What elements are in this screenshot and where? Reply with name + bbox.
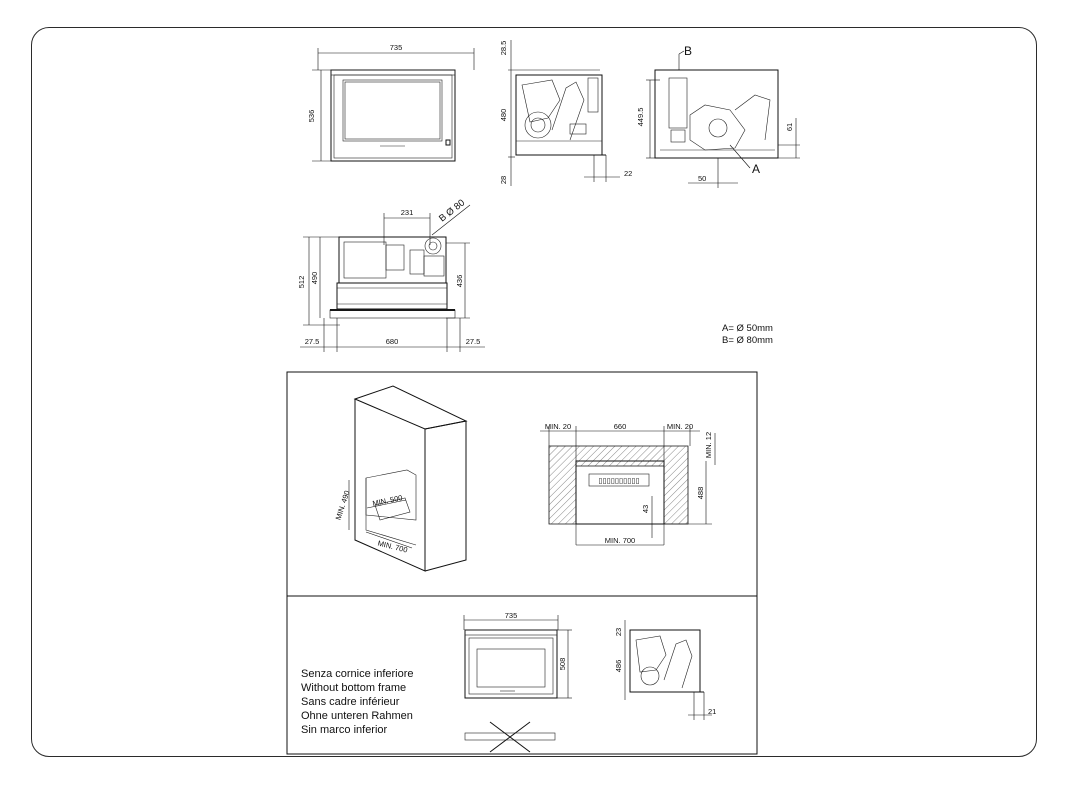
- front-width: 660: [614, 422, 627, 431]
- front-section-view: ▯▯▯▯▯▯▯▯▯▯ MIN. 20 660 MIN. 20 MIN. 12 4…: [540, 422, 716, 546]
- front-min-right: MIN. 20: [667, 422, 693, 431]
- wf-side-top-label: 23: [614, 628, 623, 636]
- side-depth-offset-label: 22: [624, 169, 632, 178]
- legend-line-a: A= Ø 50mm: [722, 323, 773, 334]
- front-min-bottom-width: MIN. 700: [605, 536, 635, 545]
- legend: A= Ø 50mm B= Ø 80mm: [722, 323, 773, 346]
- wf-width-label: 735: [505, 611, 518, 620]
- wf-side-height-label: 486: [614, 660, 623, 673]
- top-left-label: 27.5: [305, 337, 320, 346]
- top-width-label: 680: [386, 337, 399, 346]
- front-height: 488: [696, 487, 705, 500]
- installation-panel: MIN. 490 MIN. 500 MIN. 700 ▯▯▯▯▯▯▯▯▯▯ MI…: [286, 371, 758, 755]
- caption-de: Ohne unteren Rahmen: [301, 710, 413, 722]
- top-right-height-label: 436: [455, 275, 464, 288]
- top-inner-height-label: 490: [310, 272, 319, 285]
- caption-es: Sin marco inferior: [301, 724, 388, 736]
- front-view: 735 536: [307, 43, 475, 162]
- marker-a: A: [752, 162, 760, 176]
- side-view: 28.5 480 28 22: [499, 40, 632, 186]
- front-min-left: MIN. 20: [545, 422, 571, 431]
- without-frame-section: Senza cornice inferiore Without bottom f…: [301, 611, 716, 753]
- legend-line-b: B= Ø 80mm: [722, 335, 773, 346]
- front-min-top: MIN. 12: [704, 432, 713, 458]
- front-height-label: 536: [307, 110, 316, 123]
- side-top-label: 28.5: [499, 41, 508, 56]
- rear-offset-bottom-label: 50: [698, 174, 706, 183]
- control-slots: ▯▯▯▯▯▯▯▯▯▯: [598, 476, 639, 485]
- drawing-frame: [31, 27, 1037, 757]
- wf-side-offset-label: 21: [708, 707, 716, 716]
- top-offset-label: 231: [401, 208, 414, 217]
- top-view: 231 B Ø 80 512 490 436 27.5 680 27.5: [297, 197, 485, 352]
- caption-it: Senza cornice inferiore: [301, 668, 414, 680]
- front-bottom-gap: 43: [641, 505, 650, 513]
- marker-b: B: [684, 44, 692, 58]
- side-height-label: 480: [499, 109, 508, 122]
- rear-view: B A 449.5 61 50: [636, 44, 800, 188]
- caption-fr: Sans cadre inférieur: [301, 696, 400, 708]
- top-total-height-label: 512: [297, 276, 306, 289]
- front-width-label: 735: [390, 43, 403, 52]
- rear-height-label: 449.5: [636, 108, 645, 127]
- niche-min-depth: MIN. 500: [372, 493, 404, 508]
- rear-offset-right-label: 61: [785, 123, 794, 131]
- wf-front-height-label: 508: [558, 658, 567, 671]
- side-bottom-label: 28: [499, 176, 508, 184]
- caption-en: Without bottom frame: [301, 682, 406, 694]
- top-right-label: 27.5: [466, 337, 481, 346]
- niche-3d-view: MIN. 490 MIN. 500 MIN. 700: [334, 385, 468, 572]
